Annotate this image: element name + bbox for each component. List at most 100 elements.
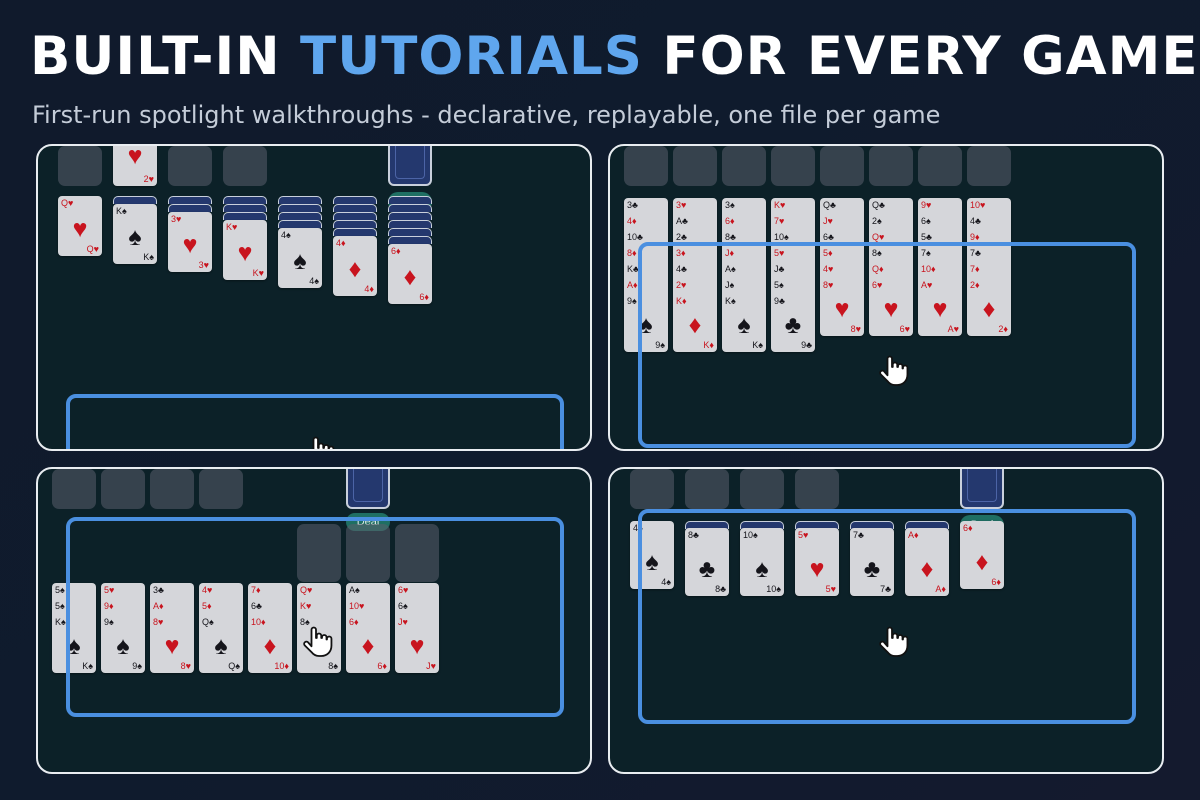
playing-card[interactable]: 8♣♣8♣ [685,528,729,596]
card-column[interactable]: 7♦6♣10♦♦10♦ [248,583,292,673]
headline-accent: TUTORIALS [300,26,643,87]
card-column[interactable]: 3♥A♣2♣3♦4♣2♥K♦♦K♦ [673,198,717,352]
card-corner: Q♥ [86,244,99,254]
card-label: 8♦ [627,248,637,258]
card-label: 3♦ [676,248,686,258]
card-column[interactable]: 3♣A♦8♥♥8♥ [150,583,194,673]
card-label: J♣ [774,264,785,274]
card-label: 4♥ [202,585,213,595]
card-back [223,212,267,220]
card-index: 4♠ [281,230,291,240]
card-column[interactable]: A♠10♥6♦♦6♦ [346,583,390,673]
card-column[interactable]: 3♠6♦8♣J♦A♠J♠K♠♠K♠ [722,198,766,352]
headline-part-2: FOR EVERY GAME [662,26,1199,87]
free-cell-slot[interactable] [820,146,864,186]
playing-card[interactable]: 7♣♣7♣ [850,528,894,596]
playing-card[interactable]: A♦♦A♦ [905,528,949,596]
card-label: 5♥ [104,585,115,595]
card-column[interactable]: 4♥5♦Q♠♠Q♠ [199,583,243,673]
card-index: K♥ [226,222,238,232]
card-index: 8♣ [688,530,699,540]
free-cell-slot[interactable] [771,146,815,186]
foundation-slot[interactable] [58,146,102,186]
card-column[interactable]: 5♥9♦9♠♠9♠ [101,583,145,673]
foundation-slot[interactable] [168,146,212,186]
card-back [333,204,377,212]
stock-pile[interactable] [346,469,390,509]
playing-card[interactable]: 6♦♦6♦ [388,244,432,304]
card-column[interactable]: 6♥6♠J♥♥J♥ [395,583,439,673]
free-cell-slot[interactable] [722,146,766,186]
card-corner: 10♦ [274,661,289,671]
foundation-slot[interactable] [630,469,674,509]
playing-card[interactable]: 4♠♠4♠ [630,521,674,589]
card-corner: Q♠ [228,661,240,671]
free-cell-slot[interactable] [869,146,913,186]
card-column[interactable]: 3♣4♦10♣8♦K♣A♦9♠♠9♠ [624,198,668,352]
card-column[interactable]: Q♣2♠Q♥8♠Q♦6♥♥6♥ [869,198,913,336]
heart-icon: ♥ [127,144,143,170]
card-label: 5♦ [823,248,833,258]
card-corner: 3♥ [198,260,209,270]
card-label: Q♦ [872,264,884,274]
card-column[interactable]: 9♥6♠5♣7♠10♦A♥♥A♥ [918,198,962,336]
playing-card[interactable]: 4♠♠4♠ [278,228,322,288]
stock-pile[interactable] [960,469,1004,509]
card-column[interactable]: 5♠5♠K♠♠K♠ [52,583,96,673]
playing-card[interactable]: 3♥♥3♥ [168,212,212,272]
foundation-slot[interactable] [101,469,145,509]
free-cell-slot[interactable] [967,146,1011,186]
playing-card[interactable]: K♥♥K♥ [223,220,267,280]
card-back [388,236,432,244]
card-label: K♥ [300,601,312,611]
diamond-icon: ♦ [688,311,702,339]
playing-card[interactable]: 6♦♦6♦ [960,521,1004,589]
card-label: 5♣ [921,232,932,242]
card-column[interactable]: Q♣J♥6♣5♦4♥8♥♥8♥ [820,198,864,336]
playing-card[interactable]: 5♥♥5♥ [795,528,839,596]
reserve-slot[interactable] [395,524,439,582]
card-label: 7♣ [970,248,981,258]
card-corner: 10♠ [766,584,781,594]
free-cell-slot[interactable] [918,146,962,186]
free-cell-slot[interactable] [624,146,668,186]
card-label: 8♥ [153,617,164,627]
playing-card[interactable]: 10♠♠10♠ [740,528,784,596]
card-label: 9♠ [627,296,637,306]
card-column[interactable]: K♥7♥10♠5♥J♣5♠9♣♣9♣ [771,198,815,352]
card-label: 7♦ [970,264,980,274]
card-index: 5♥ [798,530,809,540]
foundation-slot[interactable] [740,469,784,509]
card-column[interactable]: Q♥K♥8♠♠8♠ [297,583,341,673]
card-label: 9♦ [970,232,980,242]
foundation-slot[interactable] [52,469,96,509]
foundation-card[interactable]: ♥ 2♥ [113,144,157,186]
card-corner: 2♥ [143,174,154,184]
diamond-icon: ♦ [263,632,277,660]
card-index: 3♥ [171,214,182,224]
foundation-slot[interactable] [685,469,729,509]
foundation-slot[interactable] [795,469,839,509]
foundation-slot[interactable] [150,469,194,509]
card-back [278,204,322,212]
reserve-slot[interactable] [297,524,341,582]
card-corner: K♠ [82,661,93,671]
foundation-slot[interactable] [199,469,243,509]
card-column[interactable]: 10♥4♣9♦7♣7♦2♦♦2♦ [967,198,1011,336]
card-corner: K♥ [252,268,264,278]
card-corner: 9♣ [801,340,812,350]
playing-card[interactable]: K♠♠K♠ [113,204,157,264]
card-corner: 4♠ [661,577,671,587]
heart-icon: ♥ [237,239,253,267]
diamond-icon: ♦ [348,255,362,283]
card-label: Q♥ [300,585,313,595]
playing-card[interactable]: 4♦♦4♦ [333,236,377,296]
card-corner: 9♠ [132,661,142,671]
stock-pile[interactable] [388,146,432,186]
reserve-slot[interactable] [346,524,390,582]
free-cell-slot[interactable] [673,146,717,186]
playing-card[interactable]: Q♥♥Q♥ [58,196,102,256]
card-back [113,196,157,204]
card-back [388,220,432,228]
foundation-slot[interactable] [223,146,267,186]
